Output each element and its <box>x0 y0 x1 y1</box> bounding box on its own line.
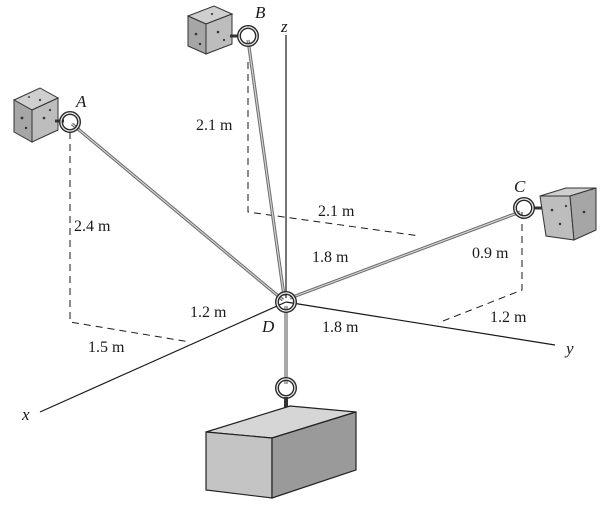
load-block <box>205 405 357 499</box>
ring-d <box>275 291 297 313</box>
point-label-d: D <box>261 317 275 336</box>
eye-ring-a <box>59 111 81 133</box>
dashed-a-projection <box>69 132 191 343</box>
cable-ad <box>70 122 285 302</box>
eye-ring-c <box>513 197 535 219</box>
eye-ring-b <box>237 25 259 47</box>
dim-label-d-y: 1.8 m <box>322 319 359 336</box>
axis-label-y: y <box>564 339 574 358</box>
cable-bd <box>246 39 286 297</box>
dashed-c-projection <box>437 212 523 324</box>
axis-label-x: x <box>21 405 30 424</box>
anchor-block-b <box>186 5 240 55</box>
dim-label-c-vertical: 0.9 m <box>472 245 509 262</box>
dim-label-c-y: 1.2 m <box>490 309 527 326</box>
x-axis <box>39 301 287 413</box>
y-axis <box>285 301 556 346</box>
cable-cd <box>289 210 521 300</box>
axis-label-z: z <box>280 17 288 36</box>
dim-label-a-x: 1.5 m <box>88 339 125 356</box>
dashed-b-projection <box>247 62 421 237</box>
point-label-c: C <box>514 177 526 196</box>
dim-label-b-horizontal: 2.1 m <box>318 203 355 220</box>
point-label-a: A <box>75 92 87 111</box>
point-label-b: B <box>255 3 266 22</box>
dim-label-b-vertical: 2.1 m <box>196 117 233 134</box>
anchor-block-c <box>532 187 597 241</box>
dim-label-d-x: 1.2 m <box>190 304 227 321</box>
dim-label-c-offset: 1.8 m <box>312 249 349 266</box>
dim-label-a-vertical: 2.4 m <box>74 218 111 235</box>
anchor-block-a <box>12 87 64 143</box>
